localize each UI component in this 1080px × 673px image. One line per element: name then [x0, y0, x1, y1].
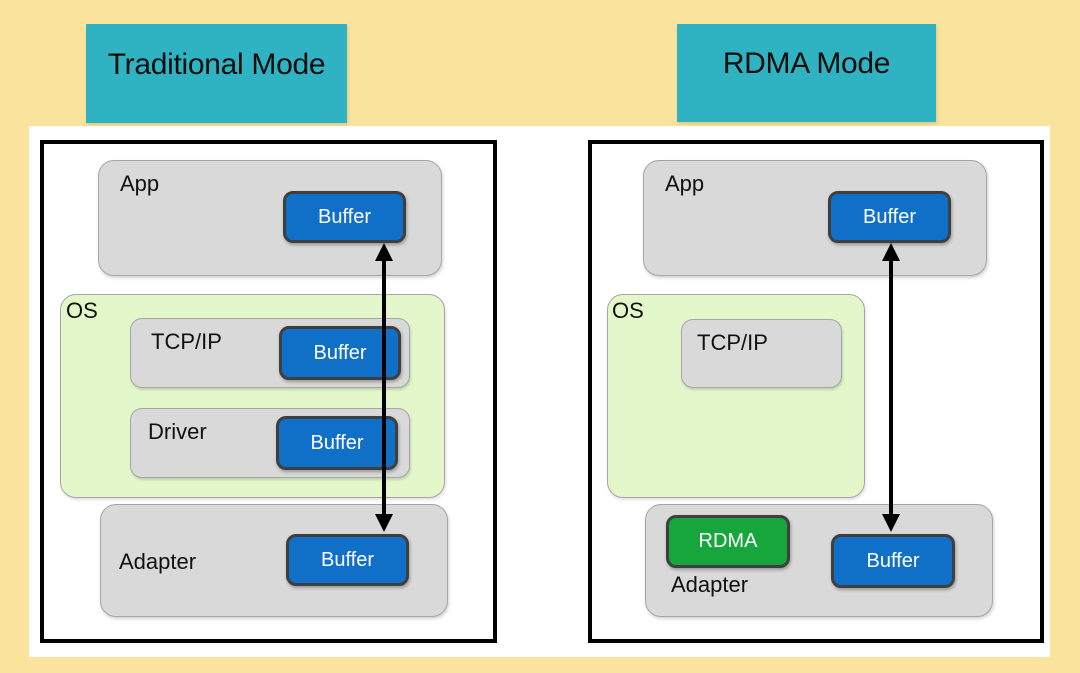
traditional-app-buffer: Buffer	[283, 191, 406, 243]
traditional-driver-buffer: Buffer	[276, 416, 398, 470]
buffer-label: Buffer	[863, 205, 916, 228]
rdma-app-label: App	[665, 171, 705, 196]
traditional-os-label: OS	[66, 298, 98, 323]
rdma-chip: RDMA	[666, 515, 790, 568]
traditional-mode-title-box: Traditional Mode	[86, 24, 347, 123]
rdma-adapter-buffer: Buffer	[831, 534, 955, 588]
rdma-mode-title: RDMA Mode	[722, 47, 891, 80]
rdma-chip-label: RDMA	[698, 530, 758, 552]
traditional-adapter-label: Adapter	[119, 549, 197, 574]
traditional-tcpip-label: TCP/IP	[151, 329, 222, 354]
buffer-label: Buffer	[318, 205, 371, 228]
traditional-mode-title: Traditional Mode	[107, 47, 326, 81]
rdma-adapter-label: Adapter	[671, 572, 749, 597]
arrowhead-down-icon	[882, 514, 900, 532]
arrowhead-up-icon	[375, 243, 393, 261]
rdma-app-buffer: Buffer	[828, 191, 951, 243]
buffer-label: Buffer	[321, 548, 374, 571]
traditional-app-label: App	[120, 171, 160, 196]
buffer-label: Buffer	[313, 341, 367, 364]
rdma-os-label: OS	[612, 298, 644, 323]
traditional-tcpip-buffer: Buffer	[279, 326, 401, 380]
buffer-label: Buffer	[866, 549, 920, 572]
arrowhead-down-icon	[375, 514, 393, 532]
traditional-adapter-buffer: Buffer	[286, 534, 409, 586]
traditional-driver-label: Driver	[148, 419, 207, 444]
rdma-data-transfer-arrow	[889, 254, 893, 520]
buffer-label: Buffer	[310, 431, 364, 454]
arrowhead-up-icon	[882, 243, 900, 261]
rdma-mode-title-box: RDMA Mode	[677, 24, 936, 122]
rdma-tcpip-box	[681, 319, 842, 388]
rdma-tcpip-label: TCP/IP	[697, 330, 768, 355]
traditional-data-transfer-arrow	[382, 254, 386, 520]
